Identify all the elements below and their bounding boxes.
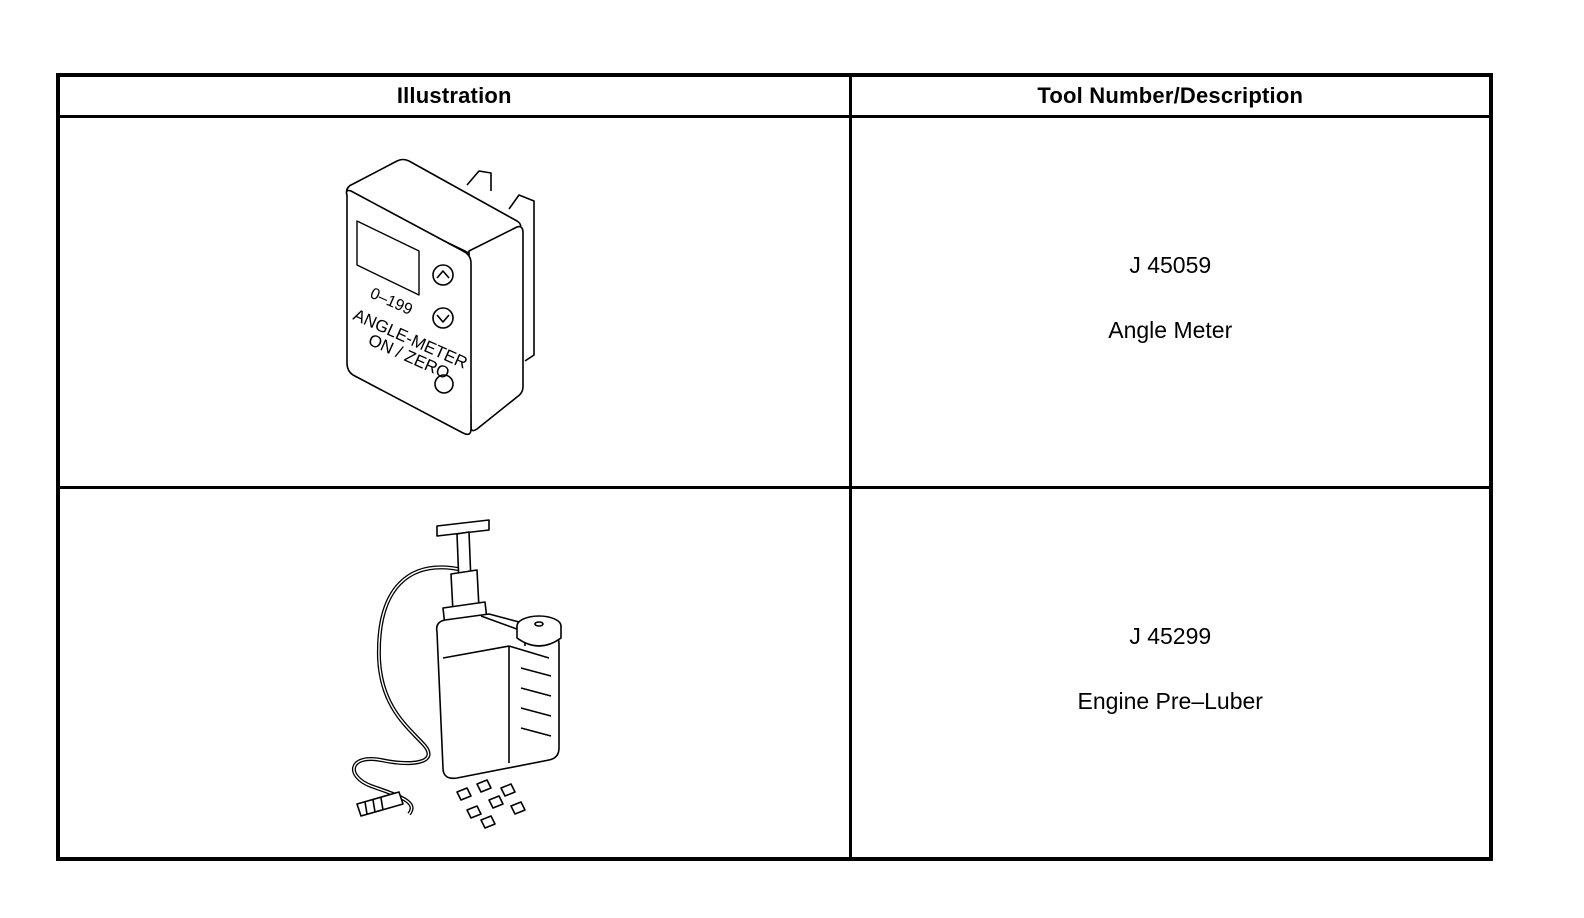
tool-description: Engine Pre–Luber xyxy=(1077,688,1263,714)
tool-description-cell: J 45059 Angle Meter xyxy=(848,115,1493,489)
angle-meter-illustration: 0–199 ANGLE-METER ON / ZERO xyxy=(345,158,536,436)
table-row: 0–199 ANGLE-METER ON / ZERO J 45059 Angl… xyxy=(56,115,1493,489)
tool-number: J 45299 xyxy=(1129,623,1212,649)
illustration-cell: 0–199 ANGLE-METER ON / ZERO xyxy=(56,115,852,489)
tool-description: Angle Meter xyxy=(1108,317,1233,343)
table-header-row: Illustration Tool Number/Description xyxy=(56,73,1493,118)
illustration-column-header: Illustration xyxy=(56,73,852,118)
engine-pre-luber-illustration xyxy=(352,519,563,829)
tool-description-cell: J 45299 Engine Pre–Luber xyxy=(848,486,1493,861)
table-row: J 45299 Engine Pre–Luber xyxy=(56,486,1493,861)
tool-column-header: Tool Number/Description xyxy=(848,73,1493,118)
illustration-cell xyxy=(56,486,852,861)
special-tools-table: Illustration Tool Number/Description xyxy=(56,73,1493,861)
tool-number: J 45059 xyxy=(1129,252,1212,278)
